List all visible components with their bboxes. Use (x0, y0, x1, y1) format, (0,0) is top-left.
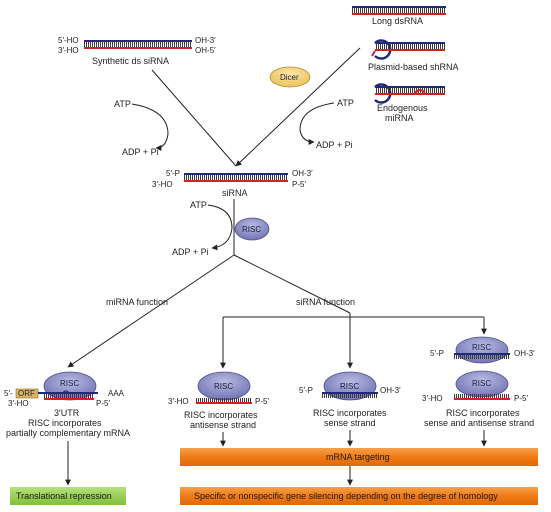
both-bottom-risc-label: RISC (472, 379, 491, 388)
adp-risc-label: ADP + Pi (172, 247, 209, 257)
antisense-risc-label: RISC (214, 382, 233, 391)
risc-complex-center (234, 217, 270, 241)
antisense-risc-group: RISC (196, 371, 252, 404)
sirna-label: siRNA (222, 188, 248, 198)
orf-label: ORF (18, 389, 35, 398)
mrna-targeting-label: mRNA targeting (326, 452, 390, 462)
both-top-risc-label: RISC (472, 343, 491, 352)
antisense-p5-end: P-5′ (255, 397, 269, 406)
synthetic-sirna-label: Synthetic ds siRNA (92, 56, 169, 66)
mirna-p5-end: P-5′ (96, 399, 110, 408)
risc-center-label: RISC (242, 225, 261, 234)
both-desc-line1: RISC incorporates (446, 408, 520, 418)
endogenous-mirna-molecule (374, 83, 445, 104)
mirna-branch-arrow (67, 254, 235, 368)
mirna-5-end: 5′- (4, 389, 13, 398)
adp-right-label: ADP + Pi (316, 140, 353, 150)
sirna-function-label: siRNA function (296, 297, 355, 307)
synthetic-oh5-end: OH-5′ (195, 46, 216, 55)
atp-right-arrow (299, 102, 335, 145)
atp-left-label: ATP (114, 99, 131, 109)
sense-oh3-end: OH-3′ (380, 386, 401, 395)
synthetic-to-sirna-line (151, 69, 237, 167)
sirna-branch-line (233, 254, 351, 314)
synthetic-sirna-molecule (84, 40, 192, 49)
sense-desc-line2: sense strand (324, 418, 376, 428)
mirna-risc-label: RISC (60, 379, 79, 388)
endogenous-label-line1: Endogenous (377, 103, 428, 113)
atp-risc-arrow (207, 204, 233, 251)
mirna-desc-line1: RISC incorporates (28, 418, 102, 428)
synthetic-3ho-end: 3′-HO (58, 46, 79, 55)
utr3-label: 3′UTR (54, 408, 80, 418)
sirna-3ho-end: 3′-HO (152, 180, 173, 189)
both-desc-line2: sense and antisense strand (424, 418, 534, 428)
mrna-targeting-bar (180, 448, 538, 466)
long-dsrna-label: Long dsRNA (372, 16, 423, 26)
endogenous-label-line2: miRNA (385, 113, 414, 123)
sense-desc-line1: RISC incorporates (313, 408, 387, 418)
antisense-3ho-end: 3′-HO (168, 397, 189, 406)
gene-silencing-label: Specific or nonspecific gene silencing d… (194, 491, 498, 501)
synthetic-oh3-end: OH-3′ (195, 36, 216, 45)
translational-repression-bar (10, 487, 126, 505)
antisense-desc-line1: RISC incorporates (184, 410, 258, 420)
both-3ho-end: 3′-HO (422, 394, 443, 403)
sense-risc-group: RISC (322, 371, 378, 401)
mirna-desc-line2: partially complementary mRNA (6, 428, 130, 438)
both-5p-end: 5′-P (430, 349, 444, 358)
sense-risc-label: RISC (340, 382, 359, 391)
plasmid-shrna-label: Plasmid-based shRNA (368, 62, 459, 72)
antisense-desc-line2: antisense strand (190, 420, 256, 430)
mirna-function-label: miRNA function (106, 297, 168, 307)
both-oh3-end: OH-3′ (514, 349, 535, 358)
adp-left-label: ADP + Pi (122, 147, 159, 157)
sirna-5p-end: 5′-P (166, 169, 180, 178)
long-dsrna-molecule (352, 6, 446, 15)
both-p5-end: P-5′ (514, 394, 528, 403)
both-strands-risc-group: RISC RISC (454, 336, 510, 400)
atp-risc-label: ATP (190, 200, 207, 210)
atp-left-arrow (131, 103, 169, 151)
sense-5p-end: 5′-P (299, 386, 313, 395)
mirna-aaa-tail: AAA (108, 389, 125, 398)
synthetic-5ho-end: 5′-HO (58, 36, 79, 45)
atp-right-label: ATP (337, 98, 354, 108)
dicer-label: Dicer (280, 73, 299, 82)
precursor-to-sirna-arrow (235, 47, 361, 167)
sirna-oh3-end: OH-3′ (292, 169, 313, 178)
dicer-enzyme (269, 66, 311, 88)
mirna-3ho-end: 3′-HO (8, 399, 29, 408)
gene-silencing-bar (180, 487, 538, 505)
sirna-molecule (184, 173, 288, 182)
plasmid-shrna-molecule (371, 39, 445, 60)
sirna-p5-end: P-5′ (292, 180, 306, 189)
translational-repression-label: Translational repression (16, 491, 112, 501)
mirna-risc-group: RISC ORF (15, 371, 98, 401)
